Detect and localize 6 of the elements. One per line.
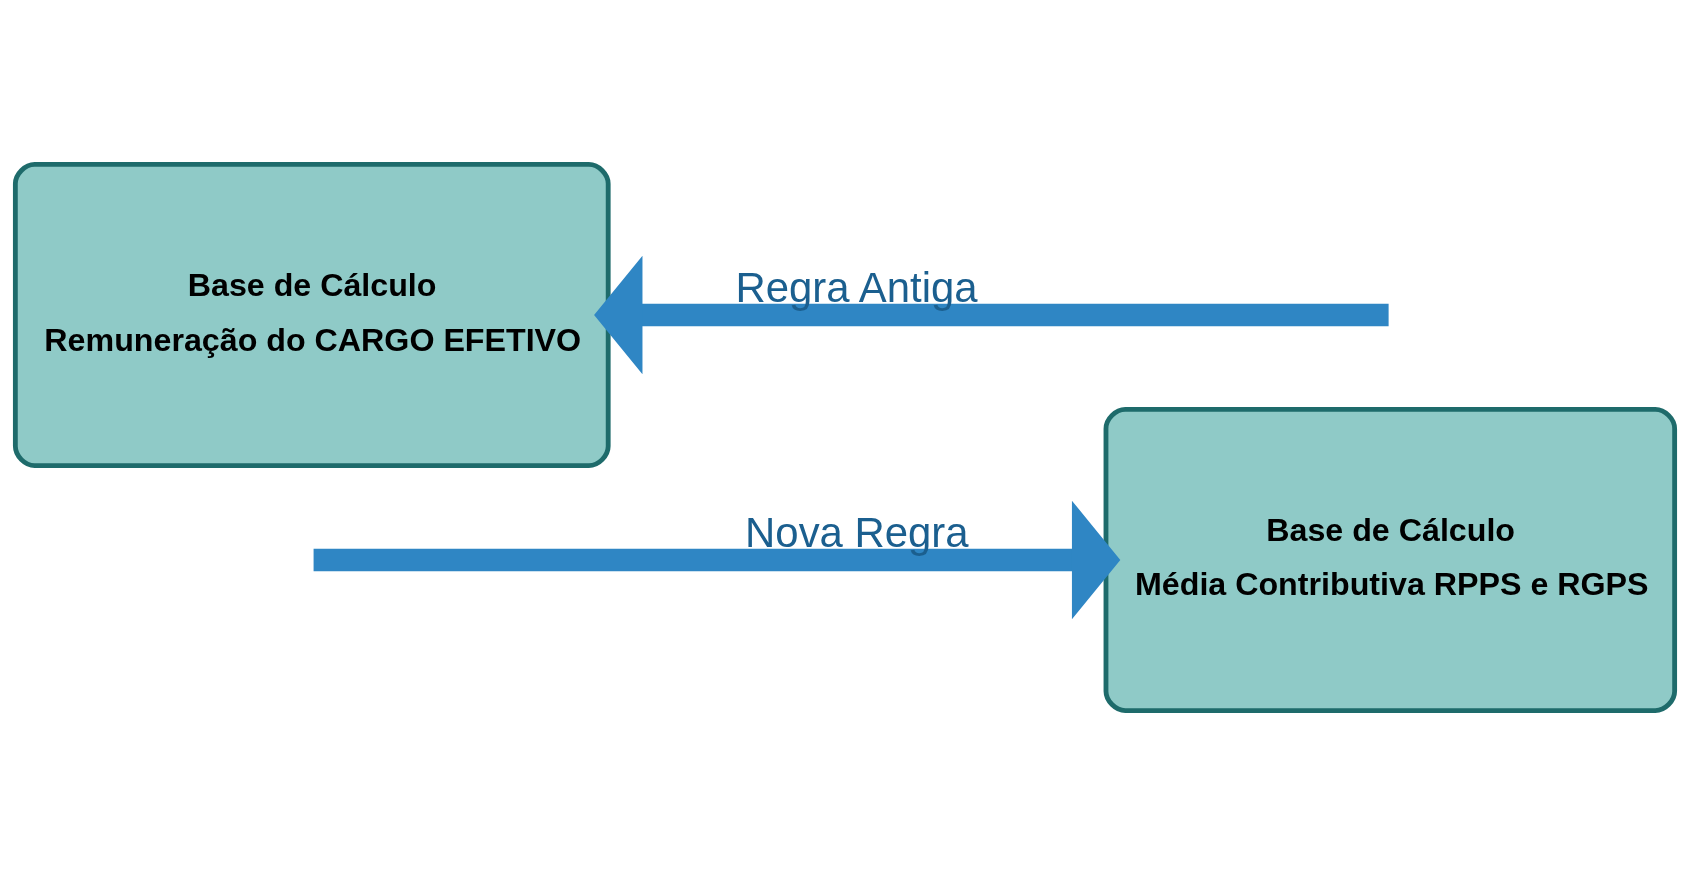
node-box: Base de Cálculo Remuneração do CARGO EFETIVO: [12, 162, 611, 469]
edge-label: Nova Regra: [745, 508, 969, 556]
arrow: [313, 500, 1121, 620]
edge-label: Regra Antiga: [735, 263, 978, 311]
node-box: Base de Cálculo Média Contributiva RPPS e RGPS: [1103, 406, 1678, 713]
arrow: [594, 255, 1389, 375]
